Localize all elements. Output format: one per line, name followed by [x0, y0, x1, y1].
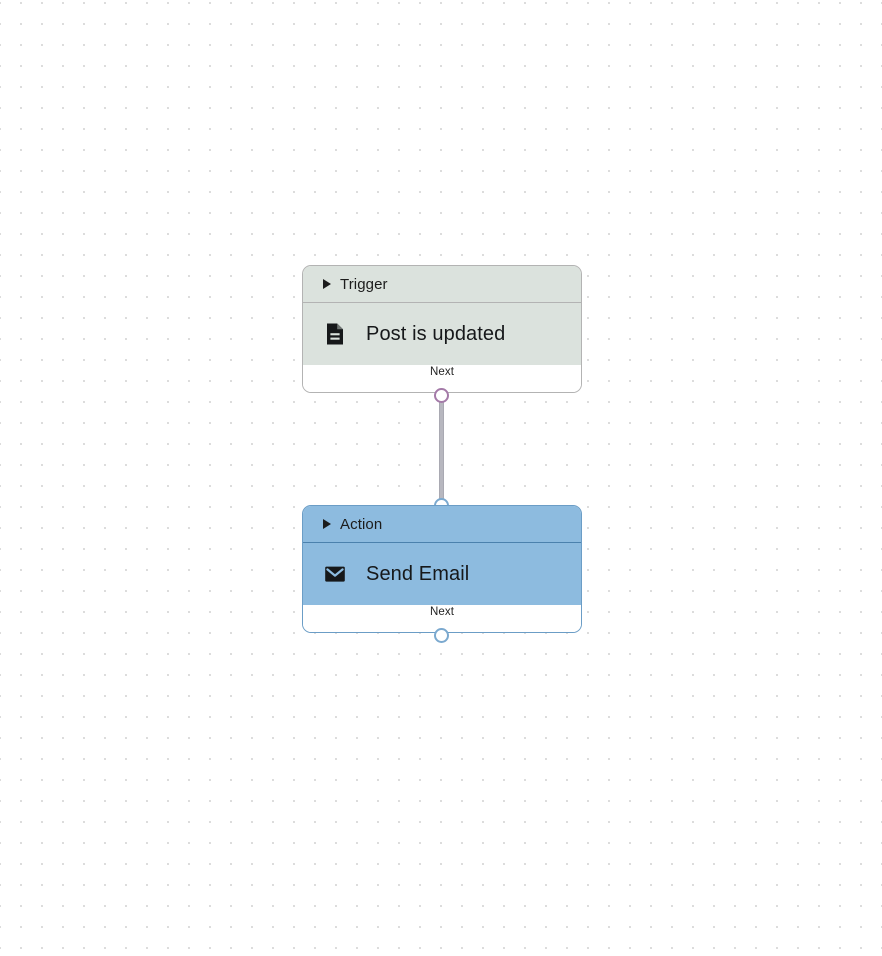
- node-body-action[interactable]: Send Email: [303, 543, 581, 605]
- node-header-label: Action: [340, 515, 383, 533]
- node-header-trigger[interactable]: Trigger: [303, 266, 581, 303]
- connector-port-trigger-output[interactable]: [434, 388, 449, 403]
- node-footer-label: Next: [429, 606, 455, 618]
- node-footer-label: Next: [429, 366, 455, 378]
- node-footer-action: Next: [303, 605, 581, 632]
- node-body-trigger[interactable]: Post is updated: [303, 303, 581, 365]
- document-icon: [323, 322, 347, 346]
- connector-line-trigger-to-action[interactable]: [439, 395, 444, 506]
- node-body-label: Send Email: [366, 562, 470, 585]
- node-footer-trigger: Next: [303, 365, 581, 392]
- node-header-label: Trigger: [340, 275, 388, 293]
- caret-right-icon[interactable]: [323, 519, 331, 529]
- envelope-icon: [323, 562, 347, 586]
- workflow-node-trigger[interactable]: Trigger Post is updated Next: [302, 265, 582, 393]
- workflow-node-action[interactable]: Action Send Email Next: [302, 505, 582, 633]
- caret-right-icon[interactable]: [323, 279, 331, 289]
- node-body-label: Post is updated: [366, 322, 506, 345]
- node-header-action[interactable]: Action: [303, 506, 581, 543]
- connector-port-action-output[interactable]: [434, 628, 449, 643]
